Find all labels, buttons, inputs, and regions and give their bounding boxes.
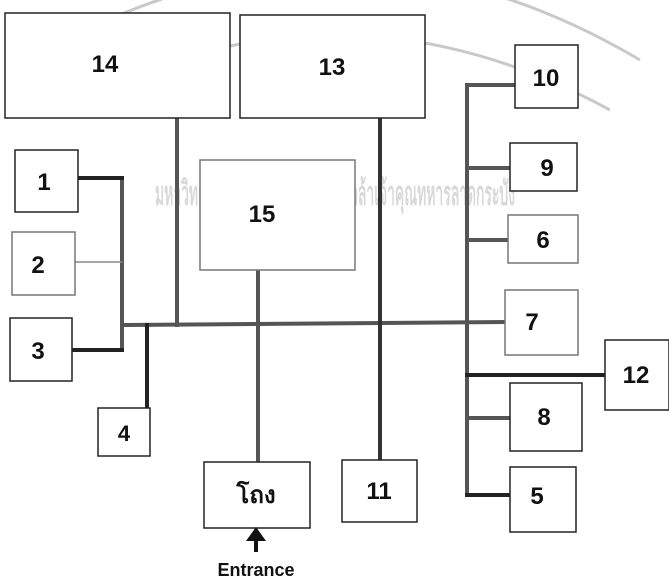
room-2: 2 — [12, 232, 75, 295]
room-14-label: 14 — [92, 51, 119, 78]
room-10-label: 10 — [533, 65, 560, 92]
room-13-label: 13 — [319, 54, 346, 81]
entrance-label: Entrance — [217, 560, 294, 580]
room-11-label: 11 — [366, 478, 391, 505]
room-9: 9 — [510, 143, 577, 191]
room-1-label: 1 — [37, 169, 50, 196]
room-9-label: 9 — [540, 155, 553, 182]
room-6-label: 6 — [536, 227, 549, 254]
room-15-box — [200, 160, 355, 270]
room-4-label: 4 — [118, 421, 131, 446]
room-10: 10 — [515, 45, 578, 108]
room-13: 13 — [240, 15, 425, 118]
room-hall: โถง — [204, 462, 310, 528]
room-5: 5 — [510, 467, 576, 532]
room-12: 12 — [605, 340, 669, 410]
room-14: 14 — [5, 13, 230, 118]
main-corridor — [122, 322, 505, 325]
entrance-arrow-icon — [246, 527, 266, 541]
room-2-label: 2 — [31, 252, 44, 279]
entrance: Entrance — [217, 527, 294, 580]
room-15-label: 15 — [249, 201, 276, 228]
room-6: 6 — [508, 215, 578, 263]
room-15: 15 — [200, 160, 355, 270]
room-11: 11 — [342, 460, 417, 522]
room-4: 4 — [98, 408, 150, 456]
room-3: 3 — [10, 318, 72, 381]
room-hall-label: โถง — [235, 480, 275, 509]
room-7: 7 — [505, 290, 578, 355]
room-8-label: 8 — [537, 404, 550, 431]
room-5-label: 5 — [530, 483, 543, 510]
room-8: 8 — [510, 383, 582, 451]
room-1: 1 — [15, 150, 78, 212]
room-12-label: 12 — [623, 362, 650, 389]
room-3-label: 3 — [31, 338, 44, 365]
room-7-box — [505, 290, 578, 355]
room-7-label: 7 — [525, 309, 538, 336]
